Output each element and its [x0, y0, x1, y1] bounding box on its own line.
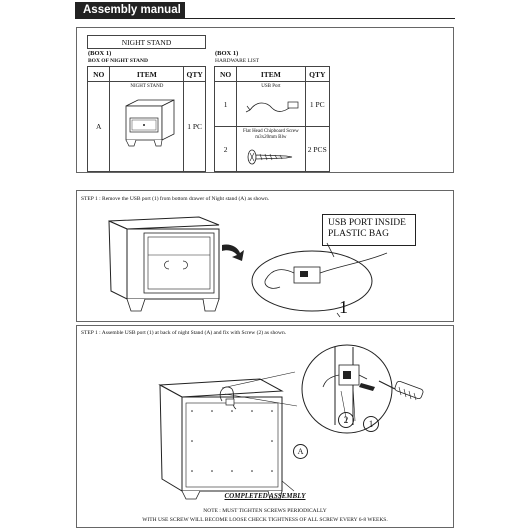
- step-assemble-text: STEP 1 : Assemble USB port (1) at back o…: [81, 330, 287, 336]
- callout-line-1: USB PORT INSIDE: [328, 218, 406, 228]
- screw-icon: [247, 149, 293, 165]
- col-no: NO: [86, 66, 111, 82]
- left-box-caption: BOX OF NIGHT STAND: [88, 58, 148, 64]
- circle-label-1: 1: [363, 416, 379, 432]
- item-caption: Flat Head Chipboard Screw m3x20mm Blw: [243, 129, 299, 140]
- col-qty: QTY: [183, 66, 206, 82]
- nightstand-back-illustration: [158, 378, 295, 500]
- table-row: 2 Flat Head Chipboard Screw m3x20mm Blw …: [213, 126, 331, 172]
- parts-panel: NIGHT STAND (BOX 1) BOX OF NIGHT STAND N…: [76, 27, 454, 173]
- nightstand-thumbnail: [125, 99, 175, 147]
- row-no: 2: [213, 126, 238, 172]
- left-box-label: (BOX 1): [88, 50, 112, 57]
- step-assemble-panel: STEP 1 : Assemble USB port (1) at back o…: [76, 325, 454, 528]
- note-line-1: NOTE : MUST TIGHTEN SCREWS PERIODICALLY: [203, 508, 327, 514]
- col-item: ITEM: [109, 66, 185, 82]
- right-box-label: (BOX 1): [215, 50, 239, 57]
- detail-zoom-lines: [221, 371, 298, 407]
- row-qty: 2 PCS: [304, 126, 331, 172]
- detail-usb-mount-illustration: [301, 344, 393, 434]
- row-no: 1: [213, 81, 238, 127]
- callout-line-2: PLASTIC BAG: [328, 229, 389, 239]
- item-caption: USB Port: [261, 84, 281, 89]
- row-item: USB Port: [236, 81, 306, 127]
- step-remove-text: STEP 1 : Remove the USB port (1) from bo…: [81, 196, 270, 202]
- nightstand-front-illustration: [108, 216, 220, 312]
- table-row: A NIGHT STAND 1 PC: [86, 81, 206, 172]
- step-remove-panel: STEP 1 : Remove the USB port (1) from bo…: [76, 190, 454, 322]
- col-no: NO: [213, 66, 238, 82]
- usb-port-icon: [246, 101, 299, 113]
- col-item: ITEM: [236, 66, 306, 82]
- usb-callout-box: USB PORT INSIDE PLASTIC BAG: [322, 214, 416, 246]
- header-rule: [75, 18, 455, 19]
- screwdriver-icon: [378, 380, 424, 401]
- row-no: A: [86, 81, 111, 172]
- product-title: NIGHT STAND: [121, 38, 172, 47]
- completed-assembly-label: COMPLETED ASSEMBLY: [224, 492, 306, 500]
- left-item-table: NO ITEM QTY A NIGHT STAND 1 PC: [86, 66, 206, 172]
- col-qty: QTY: [304, 66, 331, 82]
- right-box-caption: HARDWARE LIST: [215, 58, 260, 64]
- label-a: A: [293, 444, 308, 459]
- hardware-table: NO ITEM QTY 1 USB Port 1 PC 2 Flat Head …: [213, 66, 331, 172]
- product-title-box: NIGHT STAND: [87, 35, 206, 49]
- manual-title: Assembly manual: [75, 2, 185, 19]
- row-qty: 1 PC: [183, 81, 206, 172]
- row-qty: 1 PC: [304, 81, 331, 127]
- note-line-2: WITH USE SCREW WILL BECOME LOOSE CHECK T…: [142, 517, 388, 523]
- table-row: 1 USB Port 1 PC: [213, 81, 331, 127]
- row-item: NIGHT STAND: [109, 81, 185, 172]
- part-number-1: 1: [339, 297, 348, 317]
- plastic-bag-illustration: [251, 242, 388, 318]
- arrow-icon: [222, 244, 244, 261]
- row-item: Flat Head Chipboard Screw m3x20mm Blw: [236, 126, 306, 172]
- item-caption: NIGHT STAND: [130, 84, 164, 89]
- circle-label-2: 2: [338, 412, 354, 428]
